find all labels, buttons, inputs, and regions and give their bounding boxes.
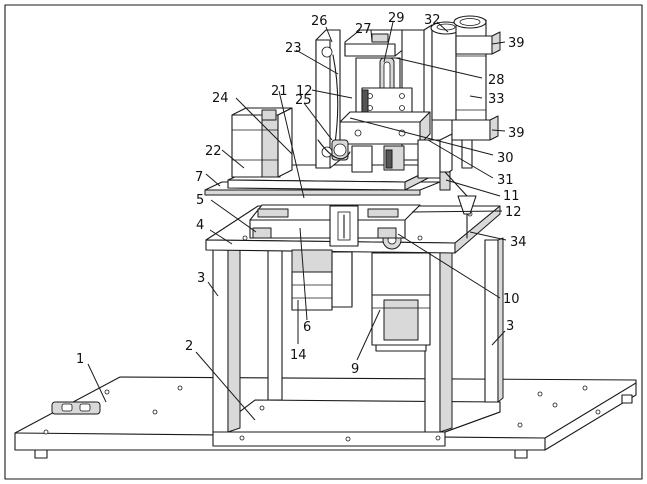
vertical-slide-plate <box>355 57 413 121</box>
label-12-upper: 12 <box>296 84 313 99</box>
label-34: 34 <box>510 235 527 250</box>
label-6: 6 <box>303 320 311 335</box>
label-33: 33 <box>488 92 505 107</box>
label-4: 4 <box>196 218 204 233</box>
label-23: 23 <box>285 41 302 56</box>
belt-pulley <box>317 139 351 161</box>
lower-motor-6 <box>291 249 353 311</box>
label-7: 7 <box>195 170 203 185</box>
label-31: 31 <box>497 173 514 188</box>
label-24: 24 <box>212 91 229 106</box>
label-5: 5 <box>196 193 204 208</box>
horizontal-arm <box>339 111 431 145</box>
tool-head <box>351 133 453 179</box>
slide-carriage <box>249 204 421 247</box>
label-25: 25 <box>295 93 312 108</box>
label-30: 30 <box>497 151 514 166</box>
label-1: 1 <box>76 352 84 367</box>
clamp-blocks <box>451 31 501 169</box>
label-14: 14 <box>290 348 307 363</box>
lower-motor-9 <box>371 230 431 352</box>
label-32: 32 <box>424 13 441 28</box>
label-21: 21 <box>271 84 288 99</box>
label-3-right: 3 <box>506 319 514 334</box>
label-9: 9 <box>351 362 359 377</box>
label-10: 10 <box>503 292 520 307</box>
label-39-upper: 39 <box>508 36 525 51</box>
label-2: 2 <box>185 339 193 354</box>
label-22: 22 <box>205 144 222 159</box>
upper-left-motor <box>231 107 293 178</box>
label-28: 28 <box>488 73 505 88</box>
figure-border <box>4 4 643 480</box>
part-labels: 1 2 3 3 4 5 6 7 9 10 11 12 12 14 21 22 2… <box>76 11 527 377</box>
label-3-left: 3 <box>197 271 205 286</box>
label-27: 27 <box>355 22 372 37</box>
label-39-lower: 39 <box>508 126 525 141</box>
label-12-lower: 12 <box>505 205 522 220</box>
nozzle <box>439 171 477 239</box>
label-26: 26 <box>311 14 328 29</box>
label-11: 11 <box>503 189 520 204</box>
label-29: 29 <box>388 11 405 26</box>
leader-lines <box>87 21 507 421</box>
